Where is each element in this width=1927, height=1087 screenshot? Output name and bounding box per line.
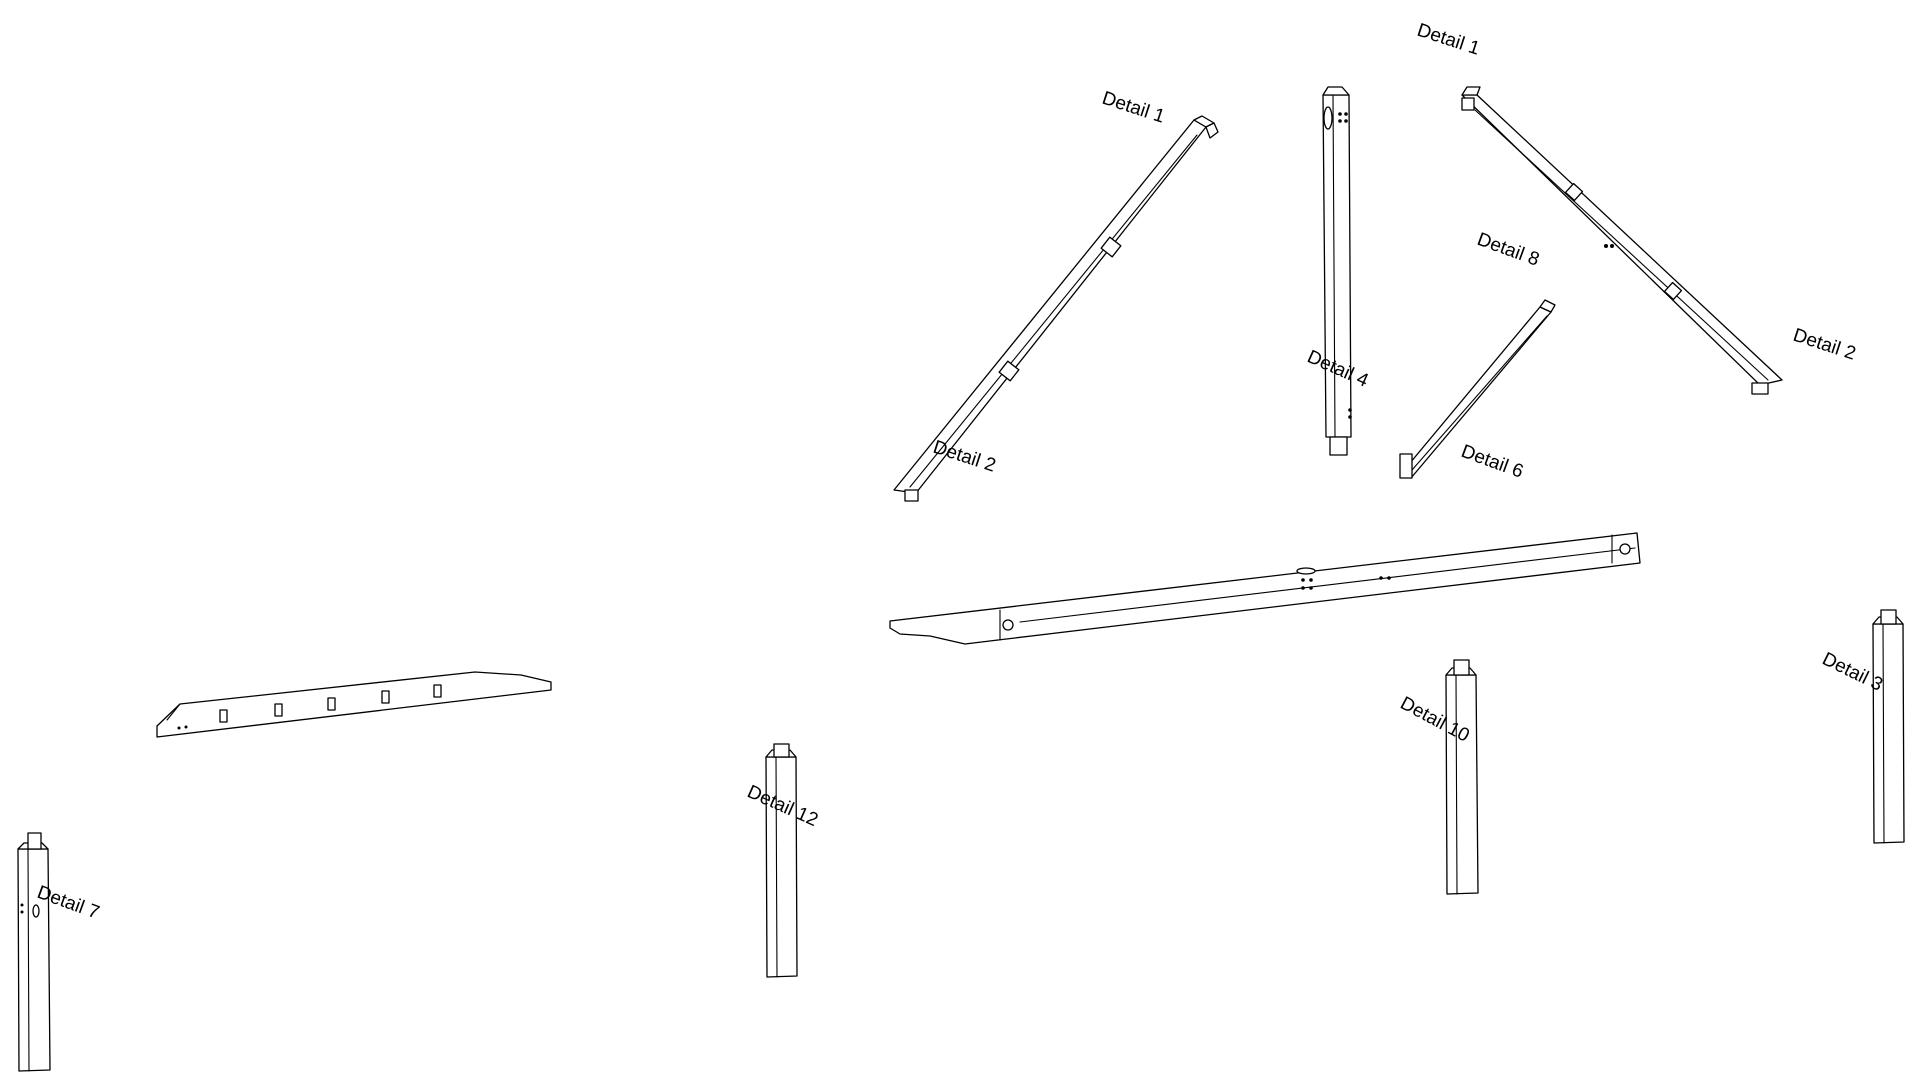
post-middle-left — [765, 743, 798, 978]
main-beam — [889, 532, 1641, 645]
label-detail-1-left: Detail 1 — [1099, 88, 1167, 128]
post-center-upper — [1322, 86, 1352, 456]
label-detail-2-left: Detail 2 — [930, 437, 998, 477]
label-detail-8: Detail 8 — [1474, 229, 1542, 271]
post-corner-right — [1872, 609, 1905, 844]
brace-short — [1399, 299, 1556, 479]
label-detail-6: Detail 6 — [1458, 441, 1526, 483]
top-plate-left — [156, 671, 552, 738]
rafter-left — [893, 115, 1219, 502]
label-detail-1-right: Detail 1 — [1414, 20, 1482, 60]
post-middle-right — [1445, 659, 1479, 895]
post-corner-left — [17, 832, 51, 1072]
rafter-right — [1461, 86, 1783, 395]
label-detail-2-right: Detail 2 — [1790, 325, 1858, 365]
